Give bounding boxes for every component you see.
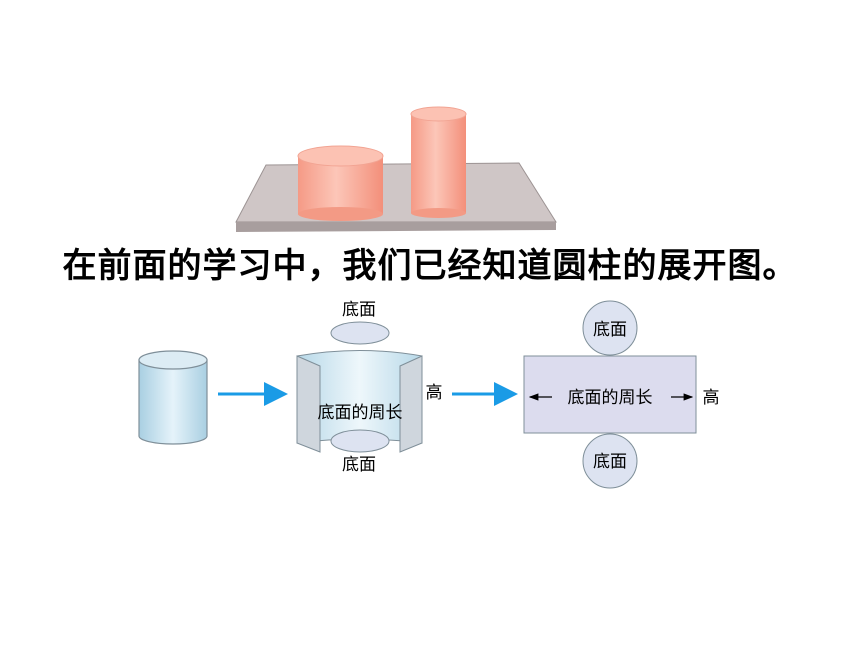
- net-top-circle-label: 底面: [593, 320, 627, 340]
- unroll-bottom-base-label: 底面: [342, 455, 376, 475]
- unroll-top-base-label: 底面: [342, 300, 376, 320]
- board-with-cylinders: [235, 106, 557, 232]
- net-top-circle: [582, 300, 638, 356]
- board-top: [235, 162, 557, 223]
- bottom-base-ellipse: [330, 429, 390, 453]
- tall-cylinder: [410, 106, 467, 218]
- net-height-label: 高: [703, 388, 720, 408]
- intro-heading: 在前面的学习中，我们已经知道圆柱的展开图。: [62, 246, 798, 286]
- unroll-circumference-label: 底面的周长: [318, 403, 403, 423]
- board-front: [236, 222, 556, 232]
- net-rectangle: [523, 355, 697, 434]
- unrolling-cylinder: 底面 底面的周长 高 底面: [296, 300, 443, 475]
- net-bottom-circle: [582, 433, 638, 489]
- net-bottom-circle-label: 底面: [593, 452, 627, 472]
- top-base-ellipse: [330, 321, 390, 345]
- closed-cylinder: [138, 350, 208, 445]
- unroll-height-label: 高: [426, 383, 443, 403]
- short-cylinder: [297, 145, 384, 221]
- cylinder-net: 底面 底面 底面的周长 高: [523, 300, 720, 489]
- net-rect-label: 底面的周长: [568, 388, 653, 408]
